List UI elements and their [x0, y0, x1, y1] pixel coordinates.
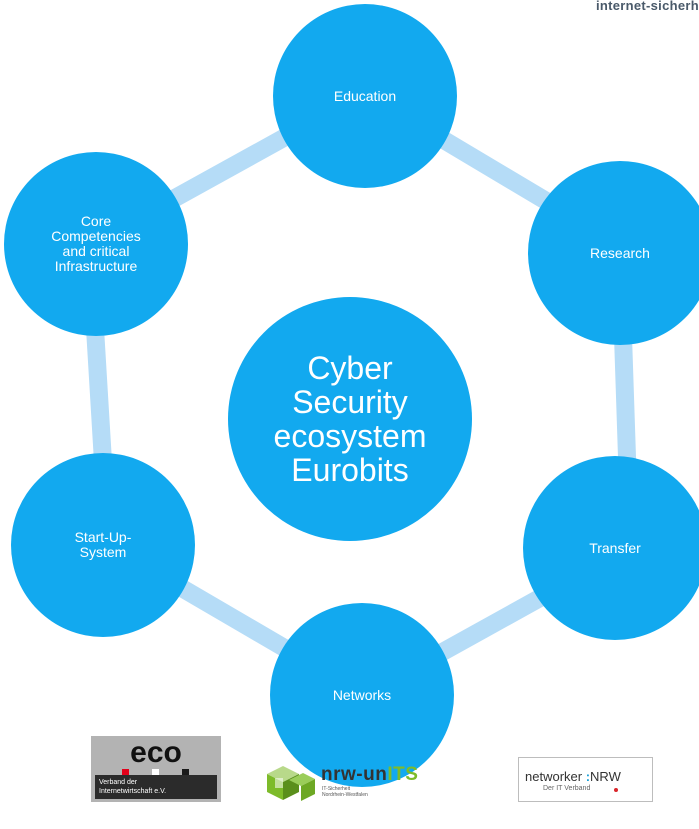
- eco-dot-white: [152, 769, 159, 775]
- eco-caption: Verband der Internetwirtschaft e.V.: [95, 775, 217, 799]
- networker-red-dot: [614, 788, 618, 792]
- node-transfer-label: Transfer: [589, 539, 641, 556]
- networker-wordmark-a: networker: [525, 769, 583, 784]
- networker-wordmark-b: NRW: [590, 769, 621, 784]
- node-research: Research: [528, 161, 699, 345]
- eco-logo: eco Verband der Internetwirtschaft e.V.: [91, 736, 221, 802]
- node-education: Education: [273, 4, 457, 188]
- node-startup-label: Start-Up- System: [74, 529, 132, 560]
- node-transfer: Transfer: [523, 456, 699, 640]
- networker-nrw-logo: networker :NRW Der IT Verband: [518, 757, 653, 802]
- eco-dot-red: [122, 769, 129, 775]
- nrw-units-wordmark: nrw-unITS: [321, 764, 418, 786]
- node-core-label: Core Competencies and critical Infrastru…: [51, 213, 141, 274]
- center-circle: Cyber Security ecosystem Eurobits: [228, 297, 472, 541]
- node-networks-label: Networks: [332, 686, 392, 703]
- nrw-cube-icon: [267, 766, 315, 801]
- eco-wordmark: eco: [130, 736, 182, 769]
- node-core-competencies: Core Competencies and critical Infrastru…: [4, 152, 188, 336]
- node-education-label: Education: [333, 87, 397, 104]
- header-text: internet-sicherh: [595, 0, 699, 13]
- center-label: Cyber Security ecosystem Eurobits: [273, 350, 427, 488]
- networker-wordmark: networker :NRW: [525, 769, 621, 784]
- networker-subtitle: Der IT Verband: [543, 785, 591, 792]
- eco-dot-black: [182, 769, 189, 775]
- nrw-units-wordmark-a: nrw-un: [321, 764, 388, 785]
- nrw-units-wordmark-b: ITS: [387, 764, 419, 785]
- nrw-units-logo: nrw-unITS IT-Sicherheit Nordrhein-Westfa…: [263, 760, 458, 802]
- node-startup: Start-Up- System: [11, 453, 195, 637]
- eco-caption-text: Verband der Internetwirtschaft e.V.: [99, 779, 167, 795]
- node-networks: Networks: [270, 603, 454, 787]
- nrw-units-subtitle: IT-Sicherheit Nordrhein-Westfalen: [322, 786, 368, 798]
- node-research-label: Research: [590, 244, 650, 261]
- networker-colon-icon: :: [585, 769, 591, 784]
